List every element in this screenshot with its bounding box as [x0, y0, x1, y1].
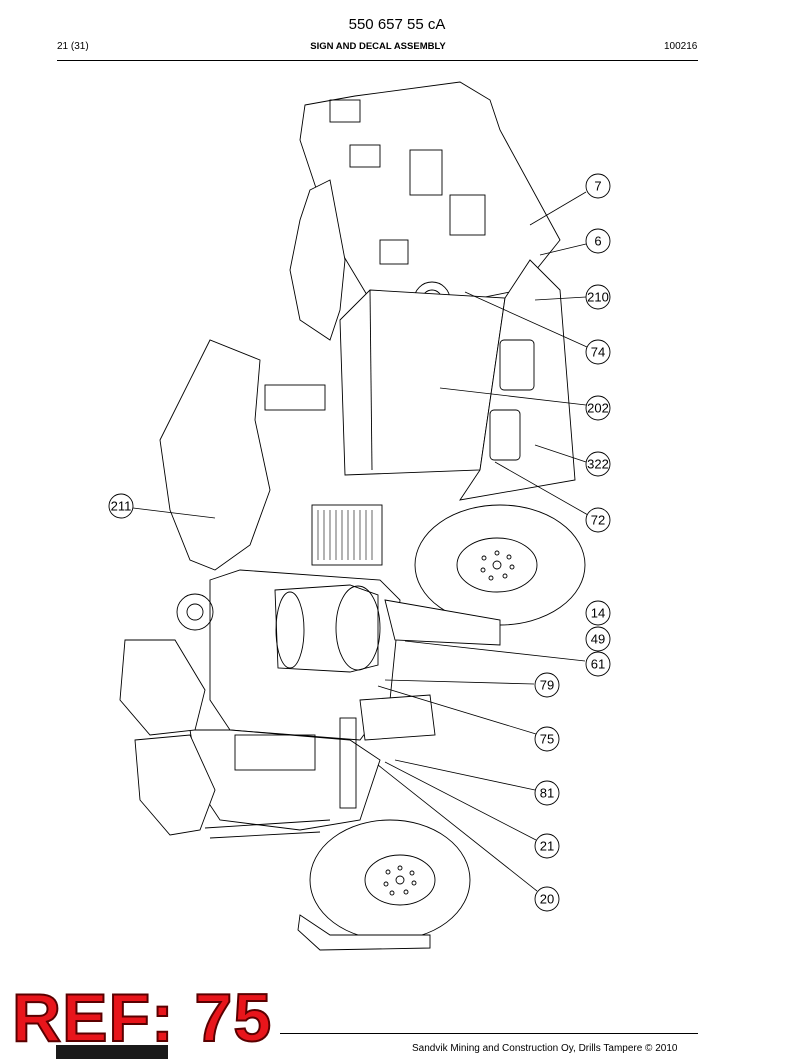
- callout-202: 202: [585, 395, 611, 421]
- callout-7: 7: [585, 173, 611, 199]
- callout-14: 14: [585, 600, 611, 626]
- callout-label: 6: [594, 234, 601, 249]
- callout-322: 322: [585, 451, 611, 477]
- callout-label: 74: [591, 345, 605, 360]
- callout-label: 211: [111, 499, 132, 514]
- reference-stamp: REF: 75: [11, 980, 273, 1056]
- callout-74: 74: [585, 339, 611, 365]
- callout-211: 211: [108, 493, 134, 519]
- callout-label: 322: [587, 457, 609, 472]
- callout-61: 61: [585, 651, 611, 677]
- leader-lines: [132, 191, 589, 892]
- machine-outline: [119, 81, 586, 951]
- callout-79: 79: [534, 672, 560, 698]
- callout-49: 49: [585, 626, 611, 652]
- document-title: SIGN AND DECAL ASSEMBLY: [310, 41, 446, 52]
- callout-label: 21: [540, 839, 554, 854]
- company-logo: [56, 1045, 168, 1059]
- callout-label: 202: [587, 401, 609, 416]
- document-number: 550 657 55 cA: [348, 16, 446, 33]
- callout-label: 75: [540, 732, 554, 747]
- header-rule: [57, 60, 698, 61]
- callout-label: 210: [587, 290, 609, 305]
- callout-20: 20: [534, 886, 560, 912]
- page-number: 21 (31): [57, 41, 89, 52]
- callout-label: 81: [540, 786, 554, 801]
- callout-label: 61: [591, 657, 605, 672]
- callout-label: 7: [594, 179, 601, 194]
- callout-6: 6: [585, 228, 611, 254]
- callout-21: 21: [534, 833, 560, 859]
- footer-rule: [280, 1033, 698, 1034]
- assembly-drawing: 7 6 210 74 202 322 72 211 14 49 61 79 75…: [108, 81, 611, 951]
- footer-copyright: Sandvik Mining and Construction Oy, Dril…: [412, 1043, 678, 1054]
- callout-75: 75: [534, 726, 560, 752]
- callout-label: 20: [540, 892, 554, 907]
- document-date: 100216: [664, 41, 698, 52]
- callout-label: 14: [591, 606, 605, 621]
- callout-label: 49: [591, 632, 605, 647]
- callout-81: 81: [534, 780, 560, 806]
- callout-210: 210: [585, 284, 611, 310]
- callout-label: 79: [540, 678, 554, 693]
- callout-72: 72: [585, 507, 611, 533]
- callout-label: 72: [591, 513, 605, 528]
